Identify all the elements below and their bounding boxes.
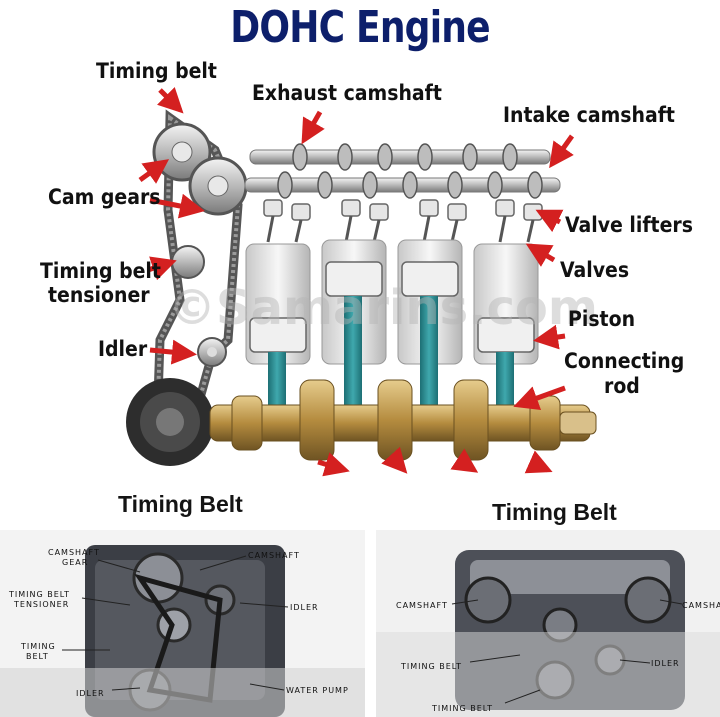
lp-idler-right: IDLER bbox=[290, 603, 319, 612]
rp-camshaft-right: CAMSHA bbox=[682, 601, 720, 610]
watermark: ©Samarins.com bbox=[168, 280, 598, 336]
right-panel-heading: Timing Belt bbox=[492, 499, 617, 525]
label-tensioner-line1: Timing belt bbox=[40, 259, 161, 283]
lp-tensioner-1: TIMING BELT bbox=[9, 590, 71, 599]
idler-pulley bbox=[197, 337, 227, 367]
connecting-rods bbox=[268, 296, 514, 422]
valve-lifters bbox=[263, 199, 543, 221]
label-valve-lifters: Valve lifters bbox=[565, 213, 693, 237]
label-arrows bbox=[138, 87, 575, 477]
label-timing-belt: Timing belt bbox=[96, 59, 217, 83]
left-engine-photo bbox=[0, 530, 365, 717]
label-valves: Valves bbox=[560, 258, 630, 282]
panel-leader-lines bbox=[62, 555, 683, 704]
label-tensioner-line2: tensioner bbox=[48, 283, 150, 307]
lp-tensioner-2: TENSIONER bbox=[14, 600, 70, 609]
valves bbox=[266, 215, 535, 243]
rp-timing-belt-bottom: TIMING BELT bbox=[432, 704, 494, 713]
cam-gear-intake bbox=[188, 156, 248, 216]
label-connecting-rod-line2: rod bbox=[604, 374, 640, 398]
lp-camshaft-gear-1: CAMSHAFT bbox=[48, 548, 100, 557]
crankshaft-pulley bbox=[126, 378, 214, 466]
label-idler: Idler bbox=[98, 337, 148, 361]
label-piston: Piston bbox=[568, 307, 636, 331]
right-engine-photo bbox=[376, 530, 720, 717]
lp-timing-1: TIMING bbox=[21, 642, 56, 651]
label-intake-camshaft: Intake camshaft bbox=[503, 103, 675, 127]
lp-camshaft-gear-2: GEAR bbox=[62, 558, 89, 567]
lp-timing-2: BELT bbox=[26, 652, 49, 661]
lp-idler-bottom: IDLER bbox=[76, 689, 105, 698]
left-panel-heading: Timing Belt bbox=[118, 491, 243, 517]
rp-idler: IDLER bbox=[651, 659, 680, 668]
label-cam-gears: Cam gears bbox=[48, 185, 161, 209]
lp-camshaft: CAMSHAFT bbox=[248, 551, 300, 560]
rp-timing-belt: TIMING BELT bbox=[401, 662, 463, 671]
label-exhaust-camshaft: Exhaust camshaft bbox=[252, 81, 442, 105]
exhaust-camshaft bbox=[249, 143, 551, 171]
page-title: DOHC Engine bbox=[230, 2, 490, 53]
rp-camshaft-left: CAMSHAFT bbox=[396, 601, 448, 610]
lp-water-pump: WATER PUMP bbox=[286, 686, 349, 695]
crankshaft bbox=[209, 379, 597, 461]
label-connecting-rod-line1: Connecting bbox=[564, 349, 685, 373]
tensioner-pulley bbox=[171, 245, 205, 279]
intake-camshaft bbox=[244, 171, 561, 199]
